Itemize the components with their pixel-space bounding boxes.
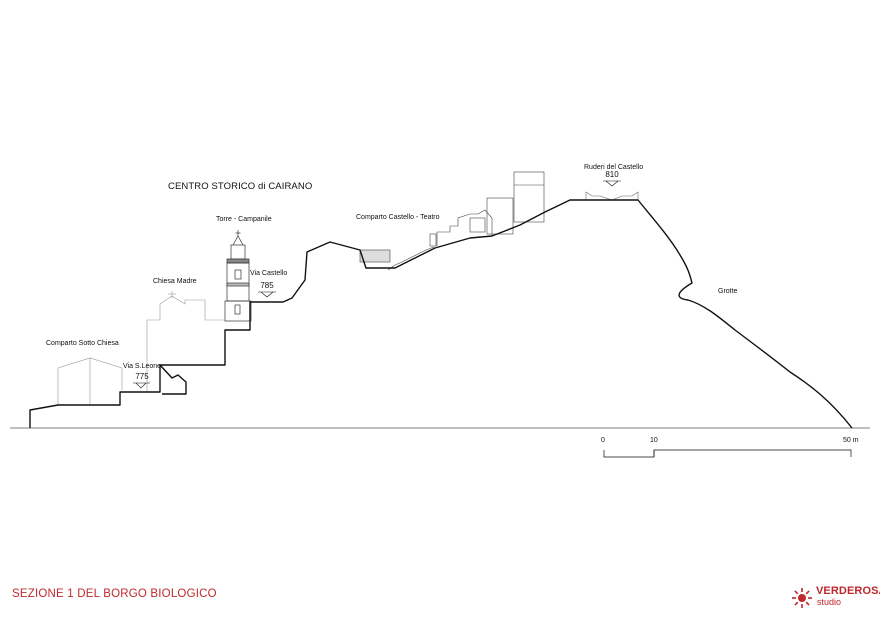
building-chiesa-madre	[146, 291, 225, 392]
label-ruderi-del-castello: Ruderi del Castello	[584, 164, 644, 171]
scale-label-0: 0	[601, 437, 605, 444]
label-grotte: Grotte	[718, 288, 738, 295]
label-via-castello: Via Castello	[250, 270, 288, 277]
scale-label-50: 50 m	[843, 437, 859, 444]
scale-label-10: 10	[650, 437, 658, 444]
label-via-s-leone: Via S.Leone	[123, 363, 162, 370]
drawing-title: CENTRO STORICO di CAIRANO	[168, 181, 313, 192]
elevation-785: 785	[260, 281, 274, 290]
building-torre-campanile	[224, 230, 252, 322]
elevation-marker-810	[603, 180, 621, 187]
scale-bar	[603, 449, 852, 458]
ruderi-del-castello	[585, 191, 639, 201]
elevation-810: 810	[605, 170, 619, 179]
verderosa-logo: VERDEROSA studio	[790, 584, 880, 614]
logo-name: VERDEROSA	[816, 585, 880, 597]
label-chiesa-madre: Chiesa Madre	[153, 278, 197, 285]
label-torre-campanile: Torre - Campanile	[216, 216, 272, 223]
label-comparto-castello-teatro: Comparto Castello - Teatro	[356, 214, 440, 221]
elevation-marker-785	[258, 291, 276, 298]
building-comparto-sotto-chiesa	[57, 357, 123, 405]
logo-sub: studio	[817, 597, 842, 607]
verderosa-logo-icon	[792, 588, 812, 608]
terrain-profile	[29, 199, 853, 429]
building-comparto-castello-teatro	[359, 171, 545, 271]
footer-title: SEZIONE 1 DEL BORGO BIOLOGICO	[12, 588, 217, 600]
elevation-775: 775	[135, 372, 149, 381]
label-comparto-sotto-chiesa: Comparto Sotto Chiesa	[46, 340, 119, 347]
elevation-marker-775	[133, 382, 150, 389]
